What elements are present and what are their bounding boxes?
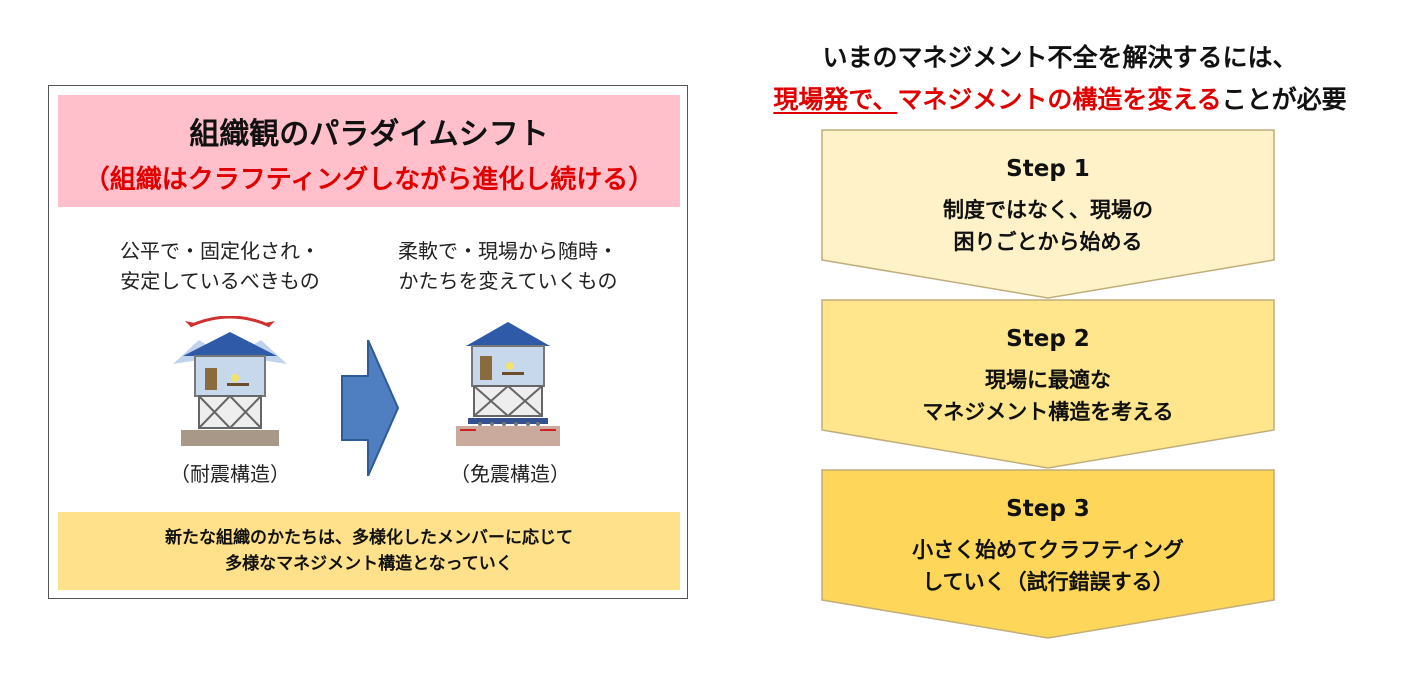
step-1-title: Step 1 [1006, 156, 1090, 182]
after-caption: （免震構造） [450, 462, 570, 486]
before-description: 公平で・固定化され・ 安定しているべきもの [90, 236, 350, 296]
step-3-line-2: していく（試行錯誤する） [922, 570, 1174, 594]
step-2-chevron [821, 299, 1275, 469]
conclusion-band: 新たな組織のかたちは、多様化したメンバーに応じて 多様なマネジメント構造となって… [58, 512, 680, 590]
after-line-2: かたちを変えていくもの [398, 269, 618, 293]
after-description: 柔軟で・現場から随時・ かたちを変えていくもの [368, 236, 648, 296]
headline-rest: ことが必要 [1221, 85, 1347, 114]
step-1-line-2: 困りごとから始める [953, 230, 1143, 254]
house-earthquake-resistant-icon [173, 316, 287, 446]
paradigm-subtitle: （組織はクラフティングしながら進化し続ける） [83, 165, 655, 195]
step-1-chevron [821, 129, 1275, 299]
paradigm-header: 組織観のパラダイムシフト （組織はクラフティングしながら進化し続ける） [58, 95, 680, 207]
right-arrow-icon [341, 340, 400, 476]
before-caption: （耐震構造） [170, 462, 290, 486]
conclusion-line-2: 多様なマネジメント構造となっていく [225, 554, 513, 574]
conclusion-line-1: 新たな組織のかたちは、多様化したメンバーに応じて [165, 528, 573, 548]
step-3-title: Step 3 [1006, 496, 1090, 522]
before-line-1: 公平で・固定化され・ [120, 239, 320, 263]
step-2-line-2: マネジメント構造を考える [922, 400, 1174, 424]
headline-highlight-structure: マネジメントの構造を変える [897, 85, 1222, 114]
step-2-line-1: 現場に最適な [985, 368, 1111, 392]
step-3: Step 3 小さく始めてクラフティング していく（試行錯誤する） [822, 496, 1274, 598]
step-3-chevron [821, 469, 1275, 639]
headline-line-1: いまのマネジメント不全を解決するには、 [822, 43, 1298, 72]
headline-highlight-origin: 現場発で、 [773, 85, 898, 114]
step-3-line-1: 小さく始めてクラフティング [912, 538, 1184, 562]
step-1: Step 1 制度ではなく、現場の 困りごとから始める [822, 156, 1274, 258]
step-2-title: Step 2 [1006, 326, 1090, 352]
after-line-1: 柔軟で・現場から随時・ [398, 239, 618, 263]
paradigm-title: 組織観のパラダイムシフト [189, 117, 549, 152]
before-line-2: 安定しているべきもの [120, 269, 320, 293]
house-seismic-isolation-icon [456, 322, 560, 446]
headline-line-2: 現場発で、マネジメントの構造を変えることが必要 [720, 80, 1400, 116]
step-2: Step 2 現場に最適な マネジメント構造を考える [822, 326, 1274, 428]
step-1-line-1: 制度ではなく、現場の [943, 198, 1153, 222]
